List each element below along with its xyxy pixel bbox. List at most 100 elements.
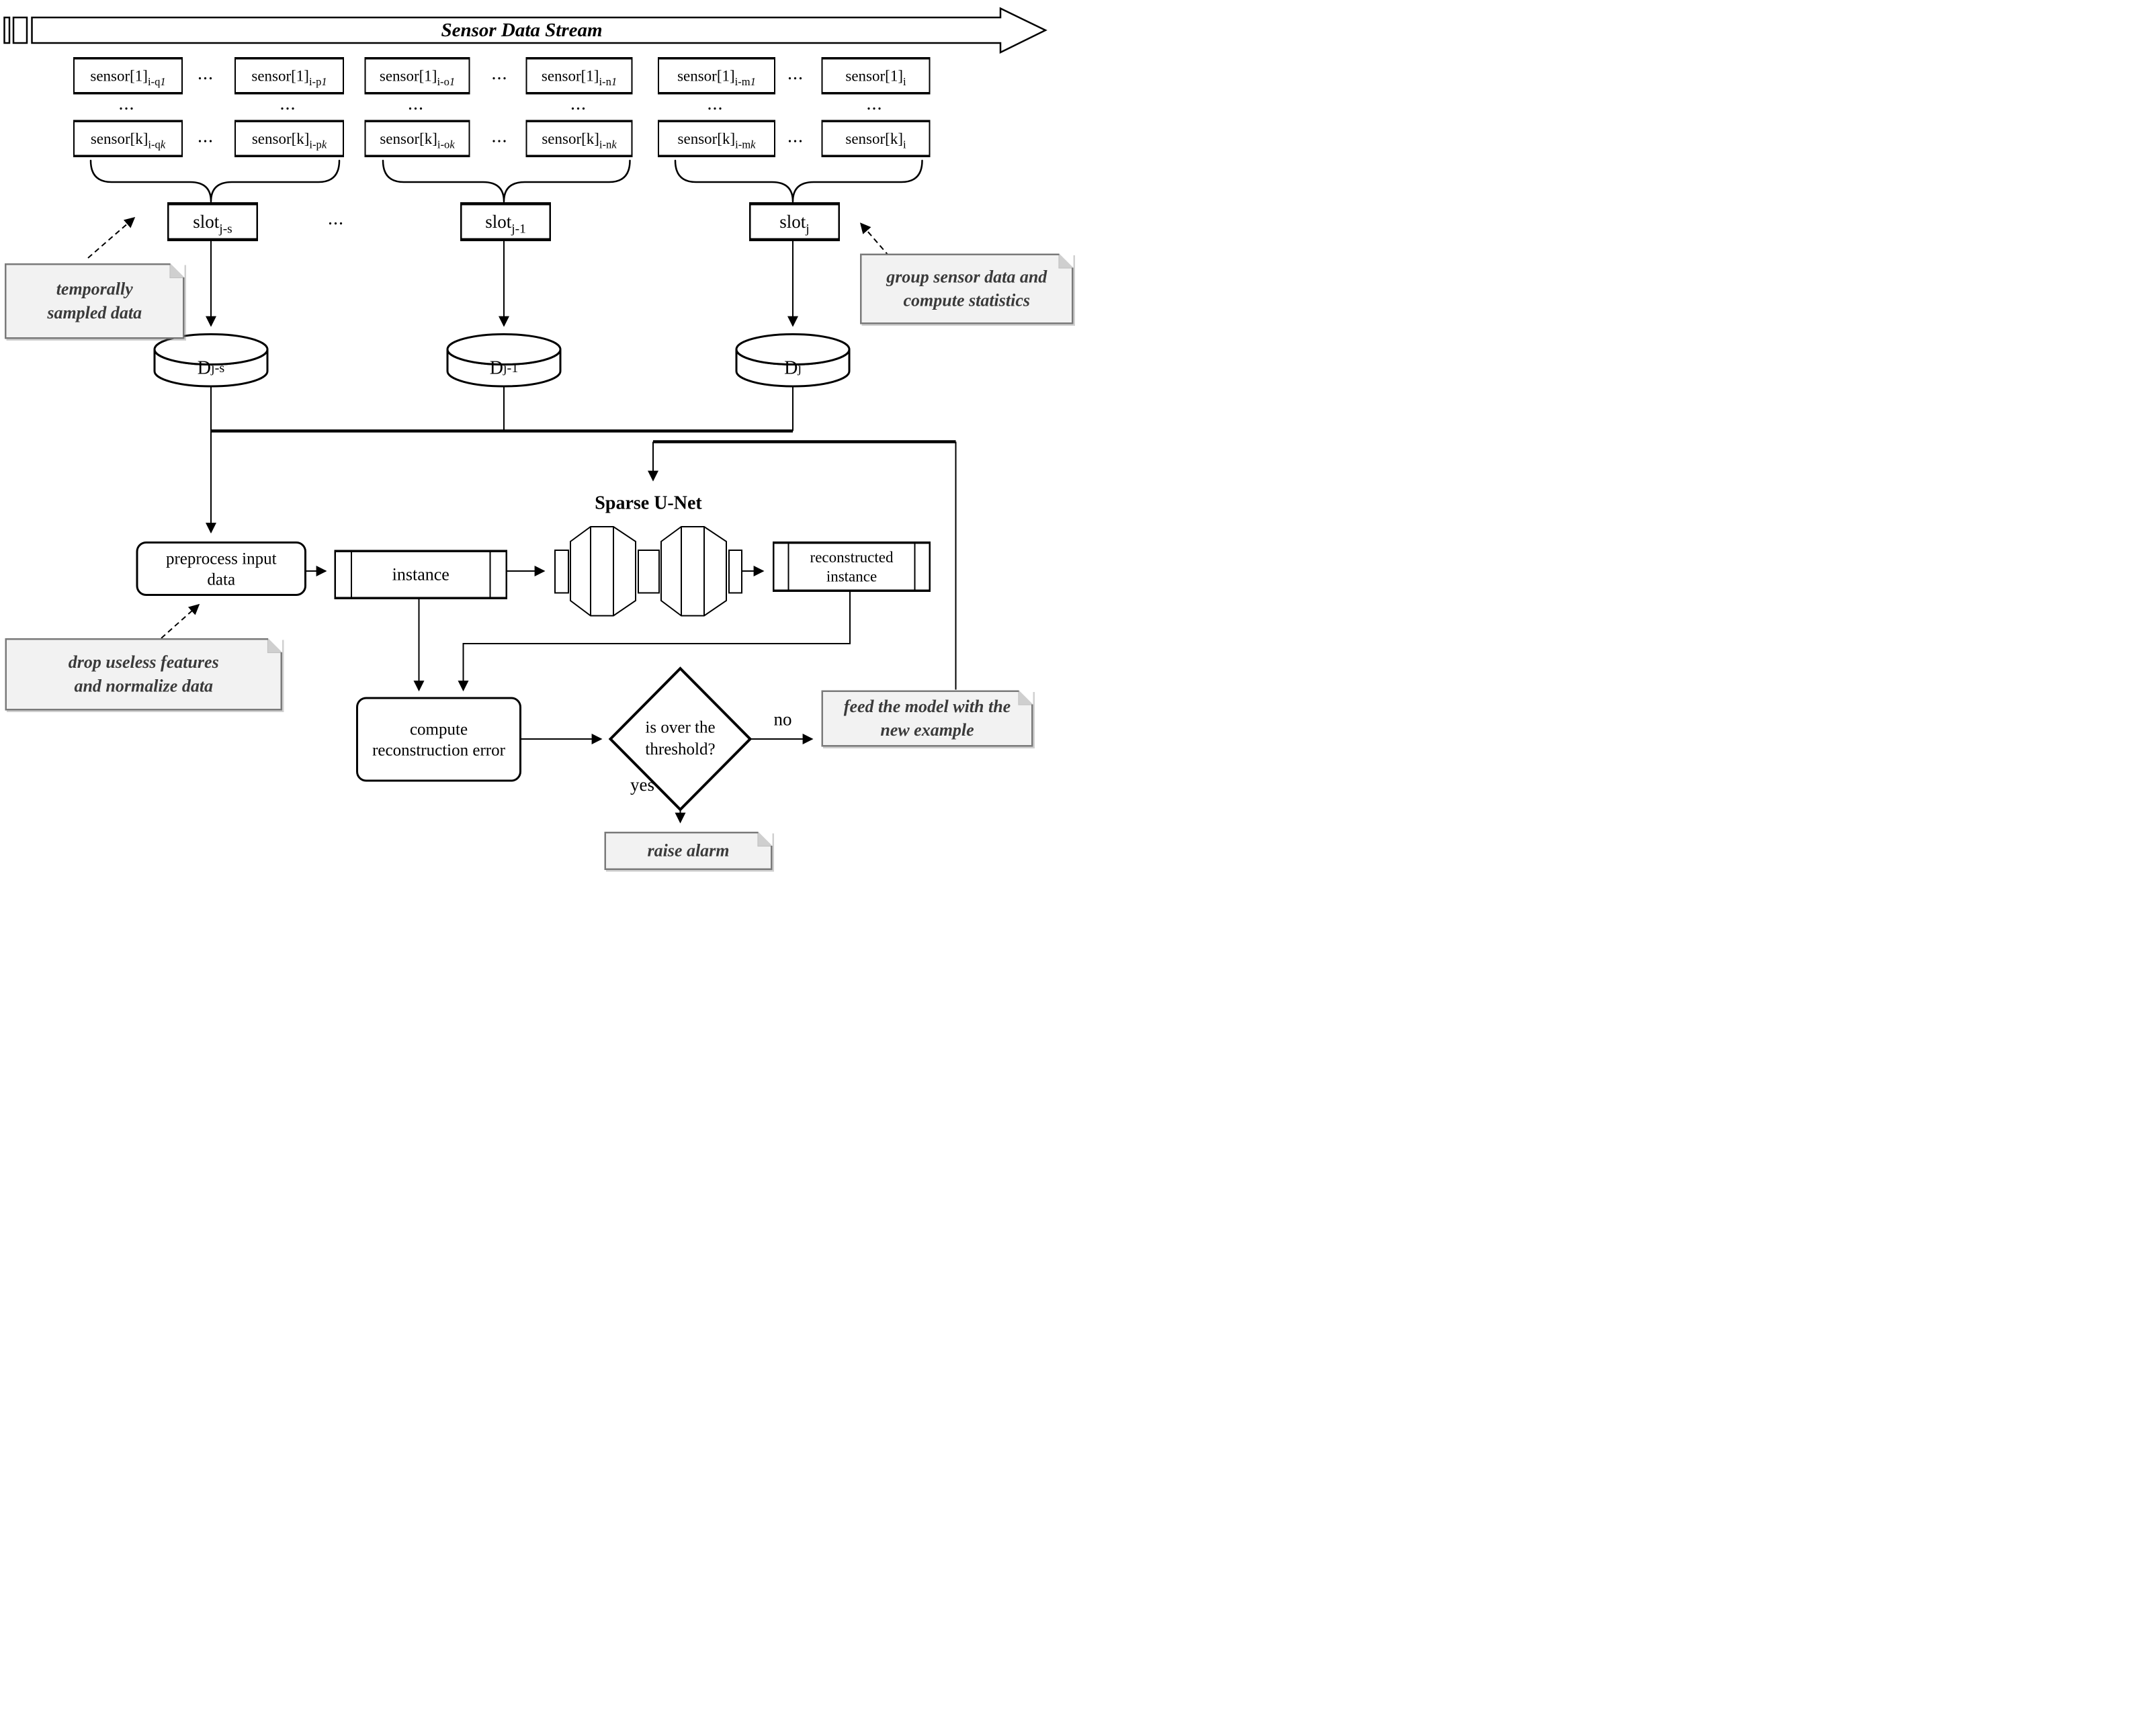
note-text: temporally sampled data: [47, 277, 142, 324]
sensor-base: sensor[1]: [251, 67, 309, 85]
sensor-label: sensor[k]i-pk: [251, 130, 327, 151]
sensor-box: sensor[k]i-qk: [73, 120, 183, 157]
arrow-reconstructed-compute: [458, 588, 851, 692]
database-top-icon: [446, 333, 562, 365]
db-base: D: [784, 357, 798, 378]
note-line2: and normalize data: [74, 676, 214, 696]
db-base: D: [197, 357, 212, 378]
sensor-subvar: k: [611, 138, 617, 151]
reconstructed-line2: instance: [826, 568, 877, 585]
sensor-base: sensor[1]: [677, 67, 735, 85]
slot-label: slotj-s: [193, 212, 232, 235]
sensor-base: sensor[1]: [379, 67, 437, 85]
unet-glyph: [554, 526, 742, 617]
sensor-base: sensor[k]: [380, 130, 437, 148]
database-top-icon: [153, 333, 269, 365]
sensor-sub: i-p: [309, 138, 322, 151]
sensor-sub: i-o: [437, 138, 450, 151]
compute-error-label: compute reconstruction error: [358, 718, 519, 761]
diagram-shapes: [3, 7, 1047, 824]
sensor-base: sensor[k]: [90, 130, 148, 148]
sensor-base: sensor[k]: [845, 130, 903, 148]
sensor-label: sensor[k]i: [845, 130, 906, 150]
ellipsis: ...: [787, 126, 804, 146]
connectors: [206, 235, 957, 824]
ellipsis: ...: [491, 126, 508, 146]
instance-label: instance: [392, 565, 449, 584]
dashed-arrow-temporal-note: [87, 216, 136, 259]
card-bar-icon: [787, 544, 789, 590]
stream-title: Sensor Data Stream: [441, 18, 603, 41]
sensor-base: sensor[1]: [845, 67, 903, 85]
sensor-sub: i-q: [148, 138, 161, 151]
sensor-sub: i-o: [437, 75, 449, 88]
slot-sub: j: [806, 221, 810, 236]
note-line1: feed the model with the: [843, 697, 1011, 716]
note-line2: new example: [880, 720, 974, 740]
unet-decoder-block-icon: [660, 526, 727, 617]
sensor-label: sensor[1]i-n1: [542, 67, 617, 88]
sensor-box: sensor[1]i-m1: [658, 57, 775, 95]
preprocess-label: preprocess input data: [138, 548, 305, 590]
ellipsis: ...: [280, 93, 296, 114]
sensor-box: sensor[1]i: [821, 57, 931, 95]
note-text: drop useless features and normalize data: [69, 651, 219, 698]
stream-arrow: [3, 7, 1047, 54]
sensor-box: sensor[1]i-o1: [364, 57, 470, 95]
slot-box: slotj: [749, 202, 840, 241]
sensor-label: sensor[1]i-m1: [677, 67, 756, 88]
slot-base: slot: [485, 212, 512, 232]
note-text: group sensor data and compute statistics: [886, 265, 1047, 312]
sensor-sub: i-p: [308, 75, 322, 88]
sensor-subvar: 1: [160, 75, 166, 88]
sensor-box: sensor[1]i-q1: [73, 57, 183, 95]
sensor-subvar: k: [449, 138, 455, 151]
decision-line1: is over the: [645, 718, 716, 736]
preprocess-line2: data: [207, 570, 236, 589]
ellipsis: ...: [328, 208, 344, 229]
database-top-icon: [735, 333, 851, 365]
sensor-label: sensor[1]i-o1: [379, 67, 455, 88]
note-feed-model: feed the model with the new example: [821, 690, 1033, 747]
slot-box: slotj-s: [167, 202, 258, 241]
sensor-box: sensor[k]i-nk: [525, 120, 633, 157]
note-text: feed the model with the new example: [844, 695, 1011, 742]
ellipsis: ...: [707, 93, 724, 114]
sensor-subvar: 1: [750, 75, 756, 88]
reconstructed-box: reconstructed instance: [773, 541, 931, 592]
sensor-sub: i-m: [735, 138, 751, 151]
sensor-subvar: k: [751, 138, 756, 151]
decision-diamond: [608, 666, 753, 812]
sensor-label: sensor[k]i-nk: [542, 130, 617, 151]
decision-no-label: no: [773, 709, 792, 730]
sensor-base: sensor[k]: [677, 130, 736, 148]
decision-line2: threshold?: [645, 739, 716, 758]
stream-pause-bar-icon: [12, 16, 28, 44]
sensor-base: sensor[1]: [90, 67, 148, 85]
reconstructed-label: reconstructed instance: [775, 548, 929, 587]
sensor-label: sensor[k]i-qk: [90, 130, 165, 151]
sensor-base: sensor[k]: [251, 130, 310, 148]
sensor-sub: i-n: [599, 75, 611, 88]
ellipsis: ...: [491, 62, 508, 84]
slot-sub: j-1: [511, 221, 526, 236]
unet-encoder-block-icon: [570, 526, 636, 617]
sensor-label: sensor[1]i-p1: [251, 67, 327, 88]
card-bar-icon: [914, 544, 916, 590]
sensor-box: sensor[k]i-ok: [364, 120, 470, 157]
card-bar-icon: [351, 552, 352, 597]
compute-line2: reconstruction error: [372, 740, 505, 759]
sensor-label: sensor[k]i-mk: [677, 130, 756, 151]
slot-box: slotj-1: [460, 202, 551, 241]
stream-pause-bar-icon: [3, 16, 11, 44]
slot-label: slotj-1: [485, 212, 526, 235]
slot-label: slotj: [779, 212, 809, 235]
reconstructed-line1: reconstructed: [810, 548, 894, 566]
sensor-label: sensor[1]i-q1: [90, 67, 166, 88]
right-arrow-icon: [31, 7, 1047, 54]
sensor-sub: i: [902, 75, 906, 88]
database-cylinders: [153, 333, 851, 388]
note-line1: group sensor data and: [886, 267, 1047, 287]
